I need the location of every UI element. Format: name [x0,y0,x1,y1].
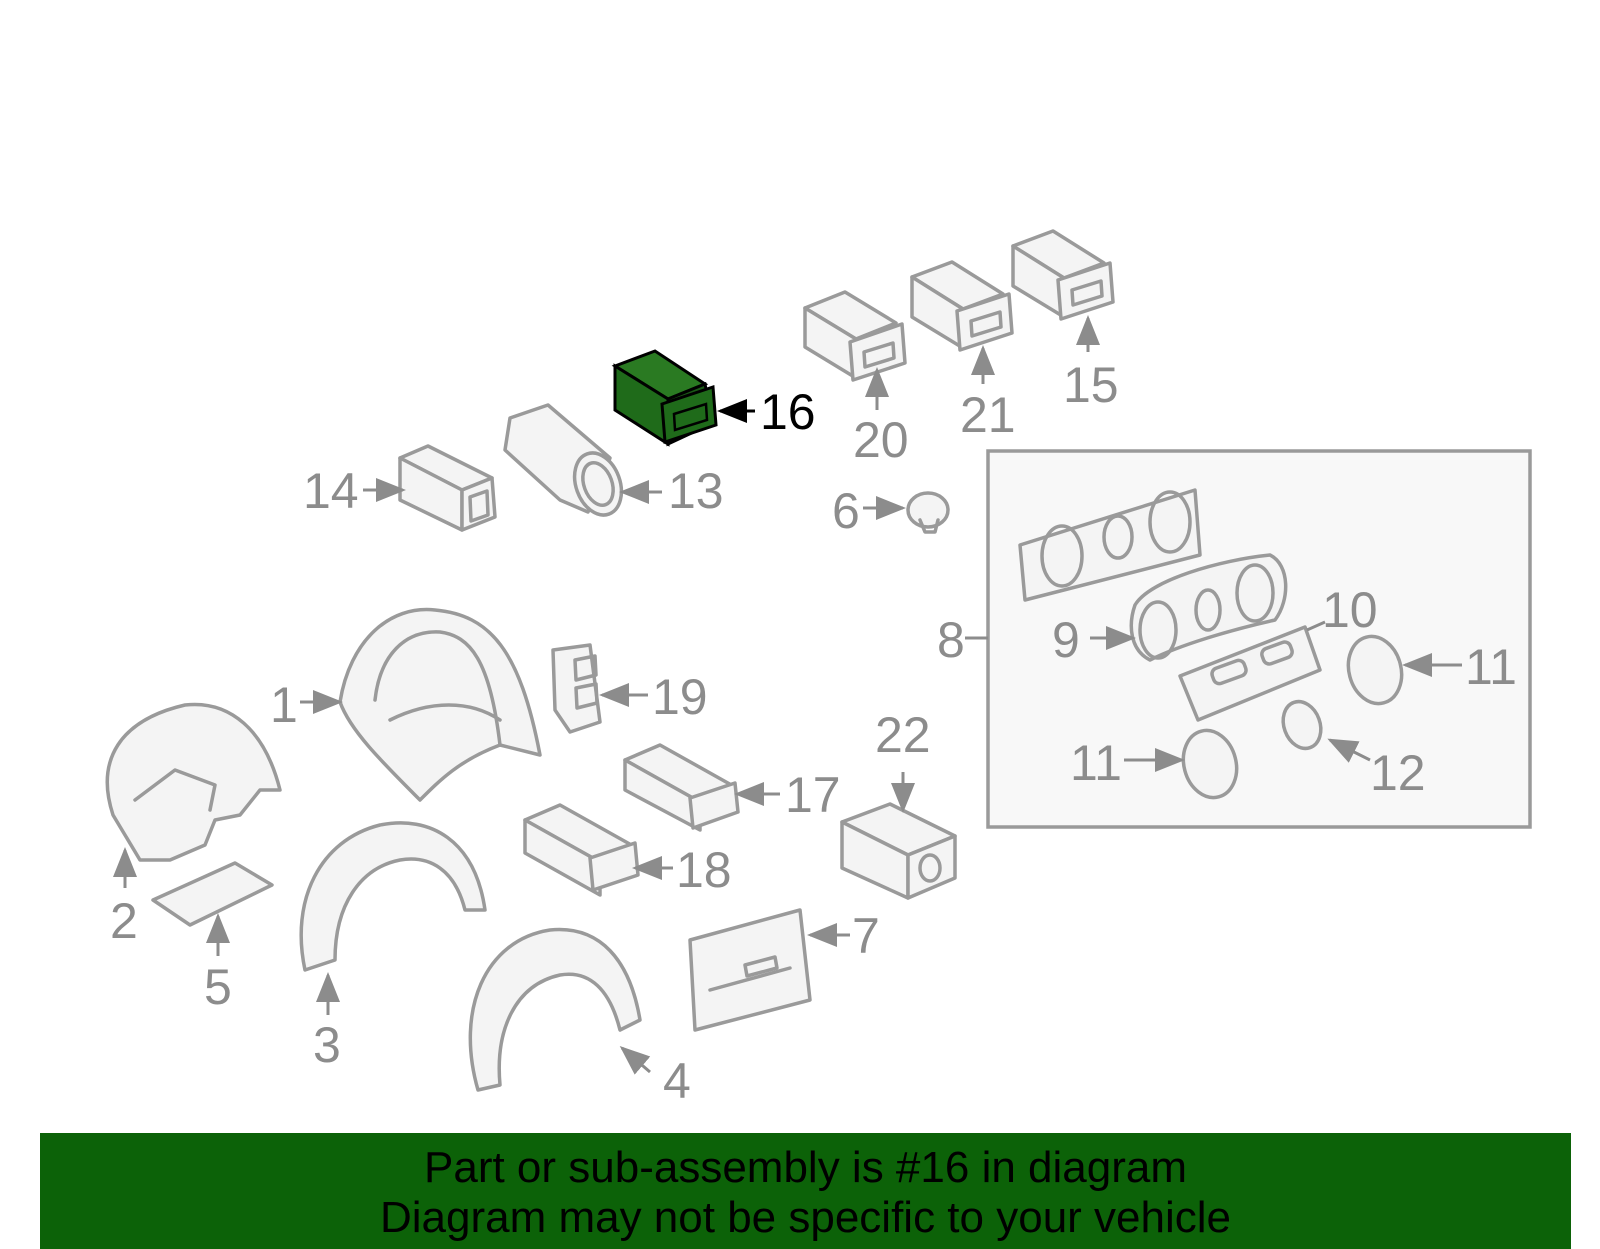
part-4-shroud[interactable] [468,927,642,1092]
callout-11-right: 11 [1465,639,1517,695]
part-20-switch[interactable] [803,290,907,382]
callout-16: 16 [760,384,816,440]
banner-line-1: Part or sub-assembly is #16 in diagram [424,1143,1187,1192]
part-1-instrument-cluster[interactable] [338,607,542,802]
part-9-bezel[interactable] [1129,553,1288,662]
callout-6: 6 [832,483,860,539]
part-11-knob-right[interactable] [1341,630,1409,709]
callout-11-left: 11 [1070,735,1122,791]
subassembly-box-8 [986,449,1532,829]
callout-5: 5 [204,959,232,1015]
part-18-switch[interactable] [523,803,640,897]
part-2-trim-panel[interactable] [105,702,282,862]
callout-1: 1 [270,677,298,733]
part-19-switch[interactable] [551,643,602,734]
callout-13: 13 [668,463,724,519]
part-22-module[interactable] [840,802,957,900]
callout-17: 17 [785,767,841,823]
callout-21: 21 [960,387,1016,443]
info-banner: Part or sub-assembly is #16 in diagram D… [40,1133,1571,1249]
part-13-rotary-switch[interactable] [503,403,630,522]
leader-lines [113,315,1462,1075]
part-7-panel[interactable] [688,908,812,1032]
part-21-switch[interactable] [910,260,1014,352]
callout-14: 14 [303,463,359,519]
part-5-cover[interactable] [151,861,274,927]
callout-3: 3 [313,1017,341,1073]
part-3-shroud[interactable] [299,821,487,972]
callout-22: 22 [875,707,931,763]
part-15-switch[interactable] [1011,229,1115,321]
callout-12: 12 [1370,745,1426,801]
part-6-knob[interactable] [906,491,950,534]
callout-10: 10 [1322,582,1378,638]
part-14-switch[interactable] [398,444,497,532]
callout-7: 7 [852,908,880,964]
callout-18: 18 [676,842,732,898]
part-10-ac-panel[interactable] [1178,625,1322,722]
part-17-switch[interactable] [623,743,740,832]
banner-background [40,1133,1571,1249]
part-8-housing[interactable] [1018,488,1202,602]
callout-19: 19 [652,669,708,725]
callout-8: 8 [937,612,965,668]
callout-9: 9 [1052,612,1080,668]
callout-20: 20 [853,412,909,468]
callout-2: 2 [110,893,138,949]
callout-15: 15 [1063,357,1119,413]
part-16-switch-highlighted[interactable] [611,349,718,447]
callout-4: 4 [663,1053,691,1109]
banner-line-2: Diagram may not be specific to your vehi… [379,1193,1232,1242]
part-12-knob[interactable] [1277,696,1327,753]
